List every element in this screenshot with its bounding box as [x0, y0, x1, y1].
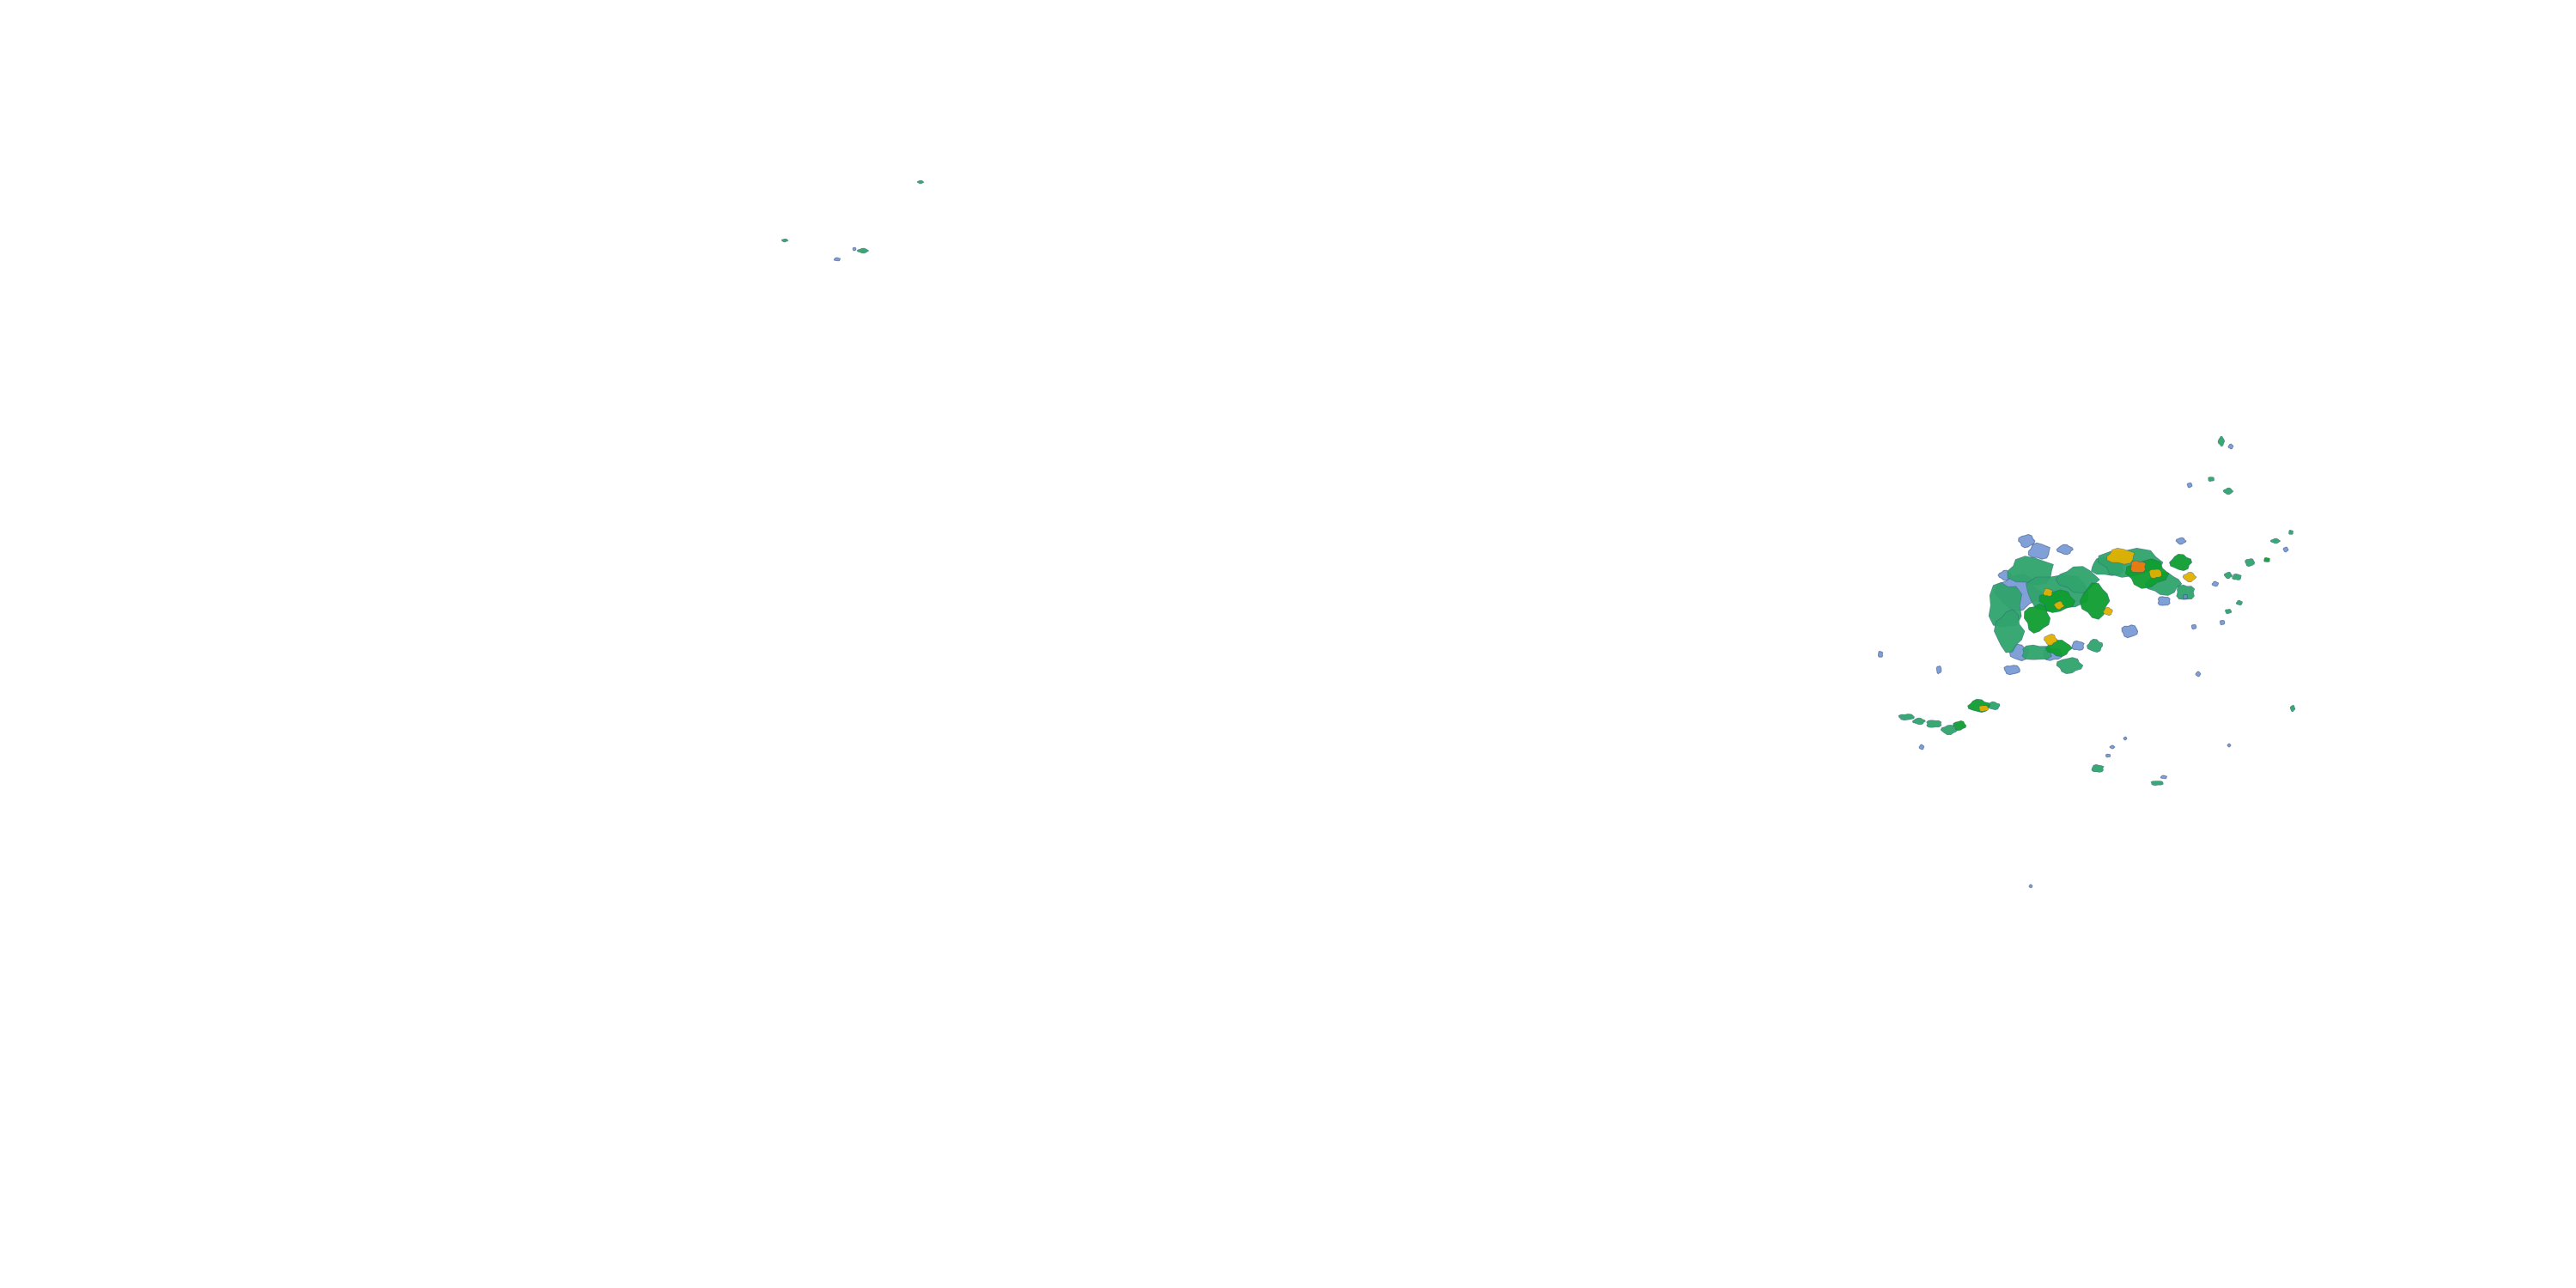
echo-cell-moderate	[2235, 599, 2243, 606]
echo-cell-moderate	[1898, 714, 1915, 721]
echo-cell-light	[2219, 619, 2226, 626]
echo-cell-moderate	[2208, 477, 2215, 483]
echo-cell-light	[2190, 623, 2197, 630]
echo-cell-moderate	[1993, 609, 2026, 653]
echo-cell-light	[2028, 884, 2033, 889]
echo-cell-moderate	[1911, 717, 1926, 726]
echo-cell-intense	[2053, 600, 2065, 611]
echo-cell-intense	[2043, 587, 2053, 597]
echo-cell-light	[1877, 650, 1884, 658]
echo-clusters	[781, 179, 2296, 889]
echo-cell-light	[2056, 544, 2075, 556]
echo-cell-moderate	[2217, 435, 2226, 447]
echo-cell-light	[2018, 533, 2036, 549]
echo-cell-light	[2175, 537, 2187, 545]
echo-cell-light	[833, 257, 841, 262]
echo-cell-heavy	[1953, 720, 1967, 732]
echo-cell-heavy	[2023, 603, 2051, 634]
echo-cell-moderate	[2176, 584, 2196, 600]
echo-cell-light	[2157, 596, 2171, 606]
eastern-cells	[2182, 529, 2296, 713]
echo-cell-light	[2121, 624, 2139, 639]
echo-cell-heavy	[2079, 582, 2111, 620]
northwest-specks	[781, 179, 925, 262]
echo-cell-moderate	[2087, 638, 2104, 653]
echo-cell-moderate	[2269, 538, 2281, 544]
echo-cell-moderate	[916, 179, 925, 185]
echo-cell-light	[2182, 593, 2189, 600]
echo-cell-moderate	[2232, 573, 2242, 580]
echo-cell-moderate	[2091, 763, 2105, 773]
echo-cell-moderate	[2150, 781, 2164, 787]
echo-cell-light	[2211, 580, 2220, 587]
echo-cell-moderate	[2222, 487, 2234, 495]
echo-cell-heavy	[2263, 556, 2270, 562]
echo-cell-light	[2003, 665, 2020, 676]
echo-cell-intense	[2043, 633, 2058, 647]
echo-cell-light	[1918, 744, 1925, 750]
echo-cell-light	[1935, 665, 1942, 675]
southwest-band	[1877, 650, 2001, 750]
echo-cell-moderate	[2021, 644, 2053, 660]
echo-cell-light	[2071, 640, 2085, 651]
main-storm-cluster	[1988, 533, 2197, 676]
echo-cell-light	[2109, 744, 2116, 750]
echo-cell-moderate	[781, 238, 789, 243]
echo-cell-light	[2123, 736, 2128, 741]
echo-cell-severe	[2129, 560, 2147, 573]
echo-cell-intense	[2182, 571, 2197, 583]
echo-cell-intense	[2148, 568, 2162, 579]
northern-cells	[2186, 435, 2234, 495]
echo-cell-light	[2160, 775, 2168, 780]
echo-cell-moderate	[2225, 608, 2233, 615]
echo-cell-light	[2027, 542, 2050, 560]
echo-cell-moderate	[2289, 704, 2296, 713]
echo-cell-moderate	[2245, 558, 2256, 568]
echo-cell-light	[2282, 546, 2289, 553]
echo-cell-light	[2105, 753, 2111, 758]
echo-cell-intense	[2102, 606, 2113, 617]
echo-cell-light	[852, 246, 857, 252]
echo-cell-light	[2186, 482, 2193, 489]
echo-cell-heavy	[2169, 553, 2193, 572]
echo-cell-light	[2227, 743, 2232, 748]
echo-cell-intense	[1978, 705, 1989, 713]
echo-cell-moderate	[856, 247, 870, 254]
echo-cell-moderate	[1926, 720, 1942, 728]
echo-cell-intense	[2106, 547, 2136, 565]
echo-cell-light	[2195, 671, 2202, 677]
echo-cell-moderate	[2288, 529, 2294, 535]
echo-cell-light	[2227, 443, 2234, 450]
echo-cell-moderate	[2056, 657, 2084, 675]
echo-cell-moderate	[2223, 571, 2233, 580]
southern-specks	[2028, 736, 2232, 889]
